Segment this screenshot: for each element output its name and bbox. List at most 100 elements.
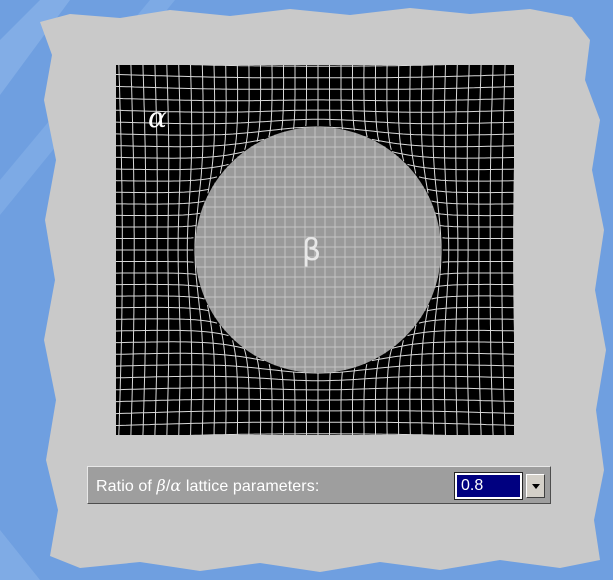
grid-line [116, 306, 210, 312]
grid-line [116, 200, 205, 205]
lattice-figure: α β [116, 65, 514, 435]
grid-line [116, 212, 201, 217]
ratio-control-panel: Ratio of β/α lattice parameters: 0.8 [87, 466, 551, 504]
grid-line [420, 65, 429, 194]
grid-line [207, 304, 216, 435]
grid-line [243, 348, 250, 435]
grid-line [426, 306, 514, 312]
grid-line [439, 225, 514, 228]
grid-line [116, 176, 218, 182]
dropdown-arrow-button[interactable] [526, 474, 545, 498]
grid-line [391, 341, 514, 349]
grid-line [207, 65, 216, 194]
grid-line [439, 272, 514, 275]
grid-line [363, 65, 368, 138]
grid-line [256, 65, 262, 142]
grid-line [281, 65, 285, 131]
grid-line [268, 65, 273, 138]
grid-line [116, 398, 514, 403]
grid-line [268, 364, 273, 435]
grid-line [116, 237, 194, 239]
grid-line [116, 261, 194, 263]
grid-line [391, 151, 514, 159]
grid-line [166, 65, 170, 435]
lattice-grid [116, 65, 514, 435]
grid-line [256, 356, 262, 435]
grid-line [116, 73, 514, 79]
grid-line [397, 65, 405, 162]
grid-line [116, 341, 245, 349]
grid-line [116, 329, 229, 337]
grid-line [435, 212, 514, 217]
grid-line [305, 372, 307, 435]
grid-line [116, 151, 245, 159]
grid-line [442, 261, 514, 263]
grid-line [340, 65, 344, 130]
grid-line [351, 368, 356, 435]
grid-line [116, 225, 197, 228]
grid-line [116, 387, 514, 391]
grid-line [116, 97, 514, 102]
grid-line [374, 356, 380, 435]
grid-line [426, 188, 514, 194]
grid-line [386, 65, 392, 150]
grid-line [455, 65, 459, 435]
grid-line [194, 65, 204, 435]
grid-line [187, 433, 449, 435]
grid-line [432, 65, 442, 435]
ratio-label-prefix: Ratio of [96, 478, 157, 495]
grid-line [116, 188, 210, 194]
grid-line [142, 65, 147, 435]
grid-line [478, 65, 482, 435]
alpha-label: α [148, 101, 167, 134]
ratio-label-beta: β [156, 476, 166, 495]
grid-line [116, 163, 229, 171]
chevron-down-icon [532, 484, 540, 489]
grid-line [340, 371, 343, 435]
grid-line [116, 85, 514, 90]
grid-line [293, 371, 296, 435]
grid-line [443, 65, 450, 435]
grid-line [186, 65, 193, 435]
grid-line [116, 295, 205, 300]
grid-line [407, 329, 514, 337]
grid-line [232, 340, 239, 435]
grid-line [329, 65, 331, 127]
grid-line [329, 372, 331, 435]
grid-line [442, 237, 514, 239]
grid-line [363, 364, 368, 435]
grid-line [154, 65, 158, 435]
grid-line [371, 138, 514, 148]
grid-line [501, 65, 506, 435]
grid-line [397, 340, 404, 435]
grid-line [466, 65, 470, 435]
ratio-selected-value[interactable]: 0.8 [454, 472, 523, 500]
ratio-label-slash: / [165, 478, 171, 495]
grid-line [418, 318, 514, 324]
grid-line [418, 176, 514, 182]
grid-line [231, 65, 239, 162]
grid-line [409, 65, 417, 174]
ratio-label: Ratio of β/α lattice parameters: [96, 476, 319, 496]
grid-line [219, 65, 227, 174]
grid-line [219, 324, 227, 435]
grid-line [130, 65, 135, 435]
grid-line [116, 138, 265, 148]
grid-line [187, 65, 449, 67]
precipitate-grid [195, 127, 441, 373]
grid-line [292, 65, 296, 130]
grid-line [489, 65, 494, 435]
grid-line [407, 163, 514, 171]
grid-line [116, 118, 514, 125]
grid-line [116, 272, 197, 275]
grid-line [116, 109, 514, 113]
grid-line [305, 65, 307, 127]
grid-line [351, 65, 355, 131]
grid-line [280, 368, 285, 435]
grid-line [177, 65, 181, 435]
grid-line [420, 304, 429, 435]
ratio-dropdown[interactable]: 0.8 [454, 472, 545, 500]
grid-line [116, 126, 514, 136]
grid-line [116, 352, 265, 362]
ratio-label-suffix: lattice parameters: [181, 478, 320, 495]
